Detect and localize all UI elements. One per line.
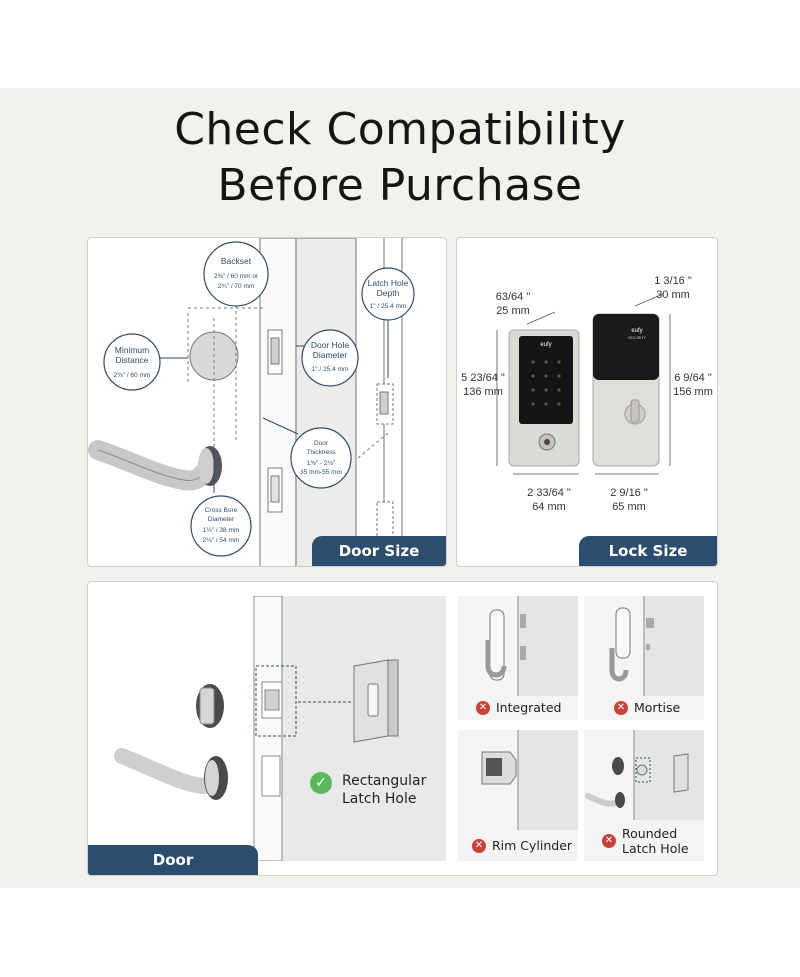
- door-thickness-line-2: 35 mm-55 mm: [300, 469, 342, 476]
- min-distance-value: 2⅜" / 60 mm: [114, 372, 151, 379]
- door-compatibility-tag: Door Compatibility: [88, 845, 258, 875]
- cross-bore-callout: Cross Bore Diameter 1½" / 38 mm 2⅛" / 54…: [190, 495, 252, 557]
- rim-cylinder-cell: ✕ Rim Cylinder: [458, 730, 578, 861]
- backset-line-2: 2¾" / 70 mm: [218, 283, 255, 290]
- rounded-text-line-1: Rounded: [622, 826, 678, 841]
- rectangular-label-line-2: Latch Hole: [342, 791, 417, 807]
- min-distance-title-1: Minimum: [115, 345, 149, 355]
- rim-cylinder-label: ✕ Rim Cylinder: [472, 838, 572, 853]
- door-thickness-line-1: 1⅜" - 2⅛": [307, 460, 336, 467]
- x-icon: ✕: [602, 834, 616, 848]
- rectangular-latch-label: Rectangular Latch Hole: [342, 772, 426, 808]
- lock-size-diagram: eufy eufy SECURITY: [461, 275, 713, 513]
- integrated-label: ✕ Integrated: [476, 700, 561, 715]
- width-left-in: 2 33/64 ": [527, 487, 571, 499]
- width-right-in: 2 9/16 ": [610, 487, 648, 499]
- height-left-in: 5 23/64 ": [461, 372, 505, 384]
- door-size-diagram: Backset 2⅜" / 60 mm or 2¾" / 70 mm Minim…: [88, 238, 415, 566]
- page-title: Check Compatibility Before Purchase: [0, 102, 800, 214]
- lock-size-tag: Lock Size: [579, 536, 717, 566]
- rectangular-label-line-1: Rectangular: [342, 773, 427, 789]
- rounded-text-line-2: Latch Hole: [622, 841, 689, 856]
- door-size-tag: Door Size: [312, 536, 446, 566]
- integrated-text: Integrated: [496, 700, 562, 715]
- width-right-mm: 65 mm: [612, 501, 646, 513]
- door-hole-callout: Door Hole Diameter 1" / 25.4 mm: [301, 329, 359, 387]
- depth-large-in: 1 3/16 ": [654, 275, 692, 287]
- rectangular-latch-drawing: [114, 595, 446, 862]
- cross-bore-title-1: Cross Bore: [205, 507, 238, 514]
- cross-bore-title-2: Diameter: [208, 516, 235, 523]
- depth-small-in: 63/64 ": [496, 291, 531, 303]
- width-left-mm: 64 mm: [532, 501, 566, 513]
- door-hole-title-2: Diameter: [313, 350, 348, 360]
- rounded-latch-cell: ✕ Rounded Latch Hole: [584, 730, 704, 861]
- interior-brand: eufy: [631, 328, 642, 334]
- x-icon: ✕: [614, 700, 628, 715]
- latch-depth-value: 1" / 25.4 mm: [370, 303, 407, 310]
- interior-brand-sub: SECURITY: [628, 336, 646, 340]
- door-size-panel: Backset 2⅜" / 60 mm or 2¾" / 70 mm Minim…: [87, 237, 447, 567]
- min-distance-callout: Minimum Distance 2⅜" / 60 mm: [103, 333, 161, 391]
- depth-small-mm: 25 mm: [496, 305, 530, 317]
- door-thickness-callout: Door Thickness 1⅜" - 2⅛" 35 mm-55 mm: [290, 427, 352, 489]
- lever-handle: [88, 440, 218, 491]
- depth-large-mm: 30 mm: [656, 289, 690, 301]
- min-distance-title-2: Distance: [115, 355, 148, 365]
- mortise-text: Mortise: [634, 700, 681, 715]
- rim-cylinder-text: Rim Cylinder: [492, 838, 573, 853]
- door-thickness-title-2: Thickness: [306, 449, 336, 456]
- title-line-2: Before Purchase: [217, 160, 583, 211]
- check-icon: ✓: [310, 772, 332, 794]
- lock-size-panel: eufy eufy SECURITY: [456, 237, 718, 567]
- height-right-in: 6 9/64 ": [674, 372, 712, 384]
- backset-line-1: 2⅜" / 60 mm or: [214, 273, 259, 280]
- door-compatibility-panel: ✓ Rectangular Latch Hole ✕ Integrated: [87, 581, 718, 876]
- integrated-cell: ✕ Integrated: [458, 596, 578, 720]
- x-icon: ✕: [472, 838, 486, 853]
- backset-callout: Backset 2⅜" / 60 mm or 2¾" / 70 mm: [203, 241, 269, 307]
- latch-depth-title-2: Depth: [377, 288, 400, 298]
- page-background: Check Compatibility Before Purchase: [0, 88, 800, 888]
- title-line-1: Check Compatibility: [174, 104, 626, 155]
- door-side-face: [295, 238, 357, 566]
- cross-bore-line-1: 1½" / 38 mm: [203, 526, 240, 534]
- height-left-mm: 136 mm: [463, 386, 503, 398]
- cross-bore-line-2: 2⅛" / 54 mm: [203, 537, 240, 544]
- door-thickness-title-1: Door: [314, 440, 329, 447]
- latch-depth-title-1: Latch Hole: [368, 278, 409, 288]
- x-icon: ✕: [476, 700, 490, 715]
- latch-depth-callout: Latch Hole Depth 1" / 25.4 mm: [361, 267, 415, 321]
- door-hole-value: 1" / 25.4 mm: [312, 366, 349, 373]
- height-right-mm: 156 mm: [673, 386, 713, 398]
- mortise-cell: ✕ Mortise: [584, 596, 704, 720]
- keypad-brand: eufy: [540, 342, 551, 348]
- door-hole-title-1: Door Hole: [311, 340, 350, 350]
- backset-title: Backset: [221, 256, 252, 266]
- mortise-label: ✕ Mortise: [614, 700, 680, 715]
- rectangular-latch-diagram: ✓ Rectangular Latch Hole: [102, 595, 446, 862]
- rounded-text-block: Rounded Latch Hole: [622, 826, 689, 856]
- rounded-latch-label: ✕ Rounded Latch Hole: [602, 826, 689, 856]
